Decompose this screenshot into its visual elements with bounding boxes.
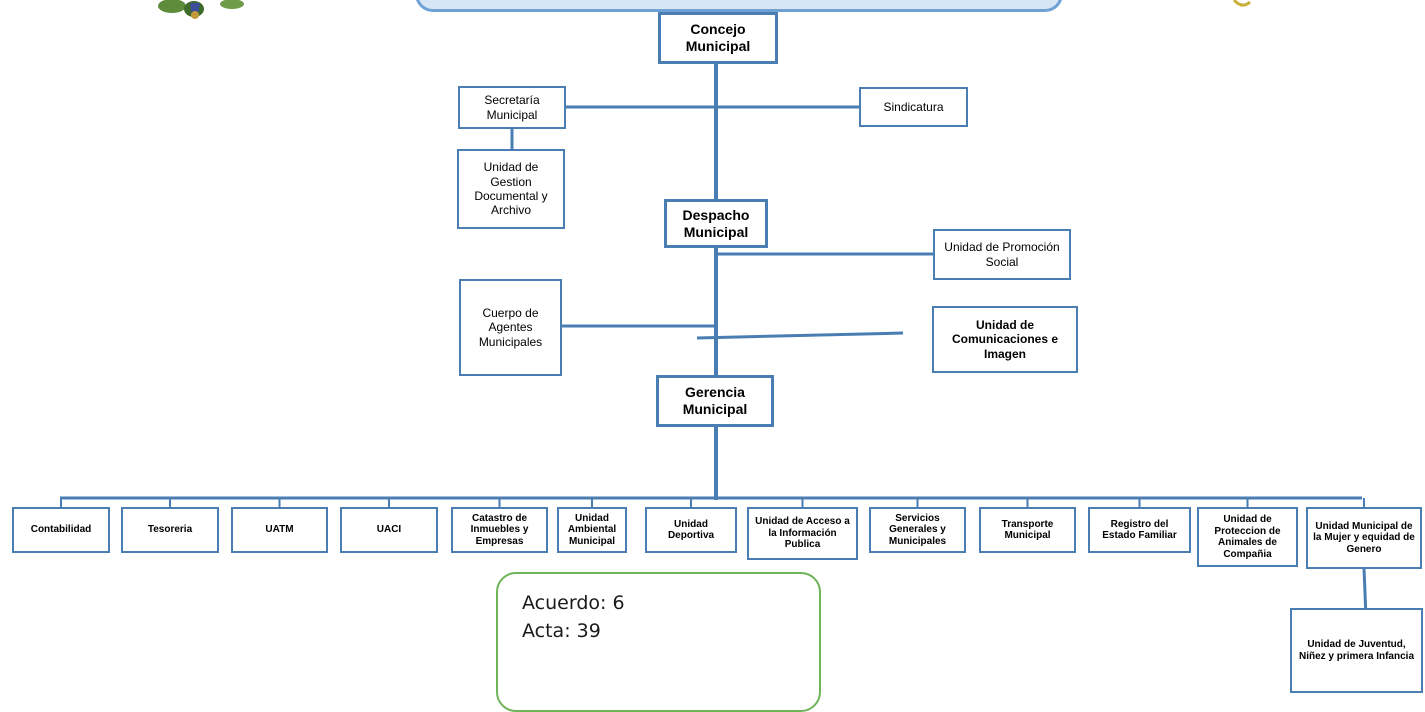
node-label: Contabilidad [30, 524, 92, 536]
node-acceso-informacion: Unidad de Acceso a la Información Public… [747, 507, 858, 560]
node-catastro: Catastro de Inmuebles y Empresas [451, 507, 548, 553]
node-label: Unidad de Promoción Social [944, 240, 1060, 269]
connector-comunicaciones [696, 331, 904, 340]
node-label: Catastro de Inmuebles y Empresas [470, 512, 529, 547]
node-label: Unidad Municipal de la Mujer y equidad d… [1313, 520, 1415, 555]
node-label: Sindicatura [883, 99, 944, 114]
node-label: UACI [376, 524, 402, 536]
municipal-logo-right [1232, 0, 1251, 7]
node-label: Concejo Municipal [685, 21, 751, 54]
node-gerencia-municipal: Gerencia Municipal [656, 375, 774, 427]
node-label: Servicios Generales y Municipales [888, 512, 947, 547]
node-secretaria-municipal: Secretaría Municipal [458, 86, 566, 129]
node-label: Despacho Municipal [682, 206, 750, 240]
node-concejo-municipal: Concejo Municipal [658, 12, 778, 64]
node-registro-familiar: Registro del Estado Familiar [1088, 507, 1191, 553]
node-label: UATM [265, 524, 294, 536]
node-gestion-documental: Unidad de Gestion Documental y Archivo [457, 149, 565, 229]
node-sindicatura: Sindicatura [859, 87, 968, 127]
node-servicios-generales: Servicios Generales y Municipales [869, 507, 966, 553]
node-comunicaciones: Unidad de Comunicaciones e Imagen [932, 306, 1078, 373]
acuerdo-text: Acuerdo: 6 [522, 592, 625, 614]
node-label: Unidad Ambiental Municipal [567, 512, 617, 547]
node-juventud-ninez: Unidad de Juventud, Niñez y primera Infa… [1290, 608, 1423, 693]
node-label: Secretaría Municipal [484, 93, 540, 122]
node-uatm: UATM [231, 507, 328, 553]
municipal-logo-left [158, 0, 244, 19]
node-ambiental: Unidad Ambiental Municipal [557, 507, 627, 553]
node-label: Registro del Estado Familiar [1102, 518, 1177, 542]
node-tesoreria: Tesoreria [121, 507, 219, 553]
node-promocion-social: Unidad de Promoción Social [933, 229, 1071, 280]
node-contabilidad: Contabilidad [12, 507, 110, 553]
node-label: Unidad de Acceso a la Información Public… [755, 516, 850, 551]
node-label: Unidad de Proteccion de Animales de Comp… [1214, 514, 1281, 560]
acta-text: Acta: 39 [522, 620, 601, 642]
node-label: Unidad de Gestion Documental y Archivo [474, 160, 548, 218]
node-label: Unidad de Juventud, Niñez y primera Infa… [1298, 639, 1415, 662]
node-mujer-equidad: Unidad Municipal de la Mujer y equidad d… [1306, 507, 1422, 569]
node-label: Unidad Deportiva [667, 518, 715, 542]
header-banner [415, 0, 1063, 12]
node-label: Unidad de Comunicaciones e Imagen [951, 317, 1059, 361]
node-deportiva: Unidad Deportiva [645, 507, 737, 553]
acuerdo-note: Acuerdo: 6 Acta: 39 [496, 572, 821, 712]
node-label: Tesoreria [147, 524, 193, 536]
node-despacho-municipal: Despacho Municipal [664, 199, 768, 248]
node-transporte: Transporte Municipal [979, 507, 1076, 553]
node-label: Transporte Municipal [1001, 518, 1054, 542]
node-proteccion-animales: Unidad de Proteccion de Animales de Comp… [1197, 507, 1298, 567]
node-uaci: UACI [340, 507, 438, 553]
node-label: Gerencia Municipal [682, 384, 748, 417]
node-cuerpo-agentes: Cuerpo de Agentes Municipales [459, 279, 562, 376]
node-label: Cuerpo de Agentes Municipales [478, 305, 543, 349]
